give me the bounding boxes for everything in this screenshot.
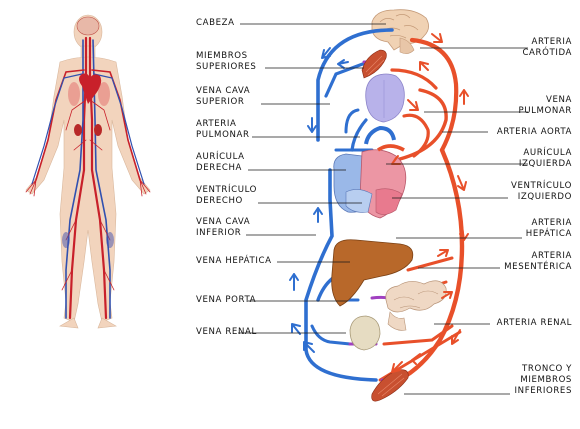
label-auricula-derecha: AURÍCULA DERECHA — [196, 152, 245, 173]
label-arteria-renal: ARTERIA RENAL — [496, 318, 572, 328]
kidney-organ — [349, 315, 381, 351]
lower-limb-muscle — [371, 369, 409, 402]
label-vena-pulmonar: VENA PULMONAR — [518, 95, 572, 116]
label-ventriculo-derecho: VENTRÍCULO DERECHO — [196, 185, 258, 206]
label-miembros-superiores: MIEMBROS SUPERIORES — [196, 51, 257, 72]
label-vena-cava-superior: VENA CAVA SUPERIOR — [196, 86, 251, 107]
label-tronco-miembros-inferiores: TRONCO Y MIEMBROS INFERIORES — [514, 364, 572, 396]
label-vena-hepatica: VENA HEPÁTICA — [196, 256, 272, 266]
label-arteria-hepatica: ARTERIA HEPÁTICA — [525, 218, 572, 239]
lungs-organ — [365, 73, 405, 123]
label-vena-cava-inferior: VENA CAVA INFERIOR — [196, 217, 251, 238]
liver-organ — [331, 239, 414, 307]
label-arteria-aorta: ARTERIA AORTA — [496, 127, 572, 137]
label-vena-porta: VENA PORTA — [196, 295, 257, 305]
label-arteria-mesenterica: ARTERIA MESENTÉRICA — [504, 251, 572, 272]
intestine-organ — [385, 280, 447, 331]
heart-organ — [333, 125, 407, 219]
label-auricula-izquierda: AURÍCULA IZQUIERDA — [518, 148, 572, 169]
label-cabeza: CABEZA — [196, 18, 235, 28]
label-ventriculo-izquierdo: VENTRÍCULO IZQUIERDO — [510, 181, 572, 202]
label-arteria-carotida: ARTERIA CARÓTIDA — [522, 37, 572, 58]
upper-limb-muscle — [361, 49, 387, 79]
label-arteria-pulmonar: ARTERIA PULMONAR — [196, 119, 250, 140]
venous-system — [304, 28, 394, 382]
human-body-figure — [25, 14, 151, 329]
leader-lines — [238, 23, 528, 395]
label-vena-renal: VENA RENAL — [196, 327, 257, 337]
arterial-system — [378, 37, 465, 387]
